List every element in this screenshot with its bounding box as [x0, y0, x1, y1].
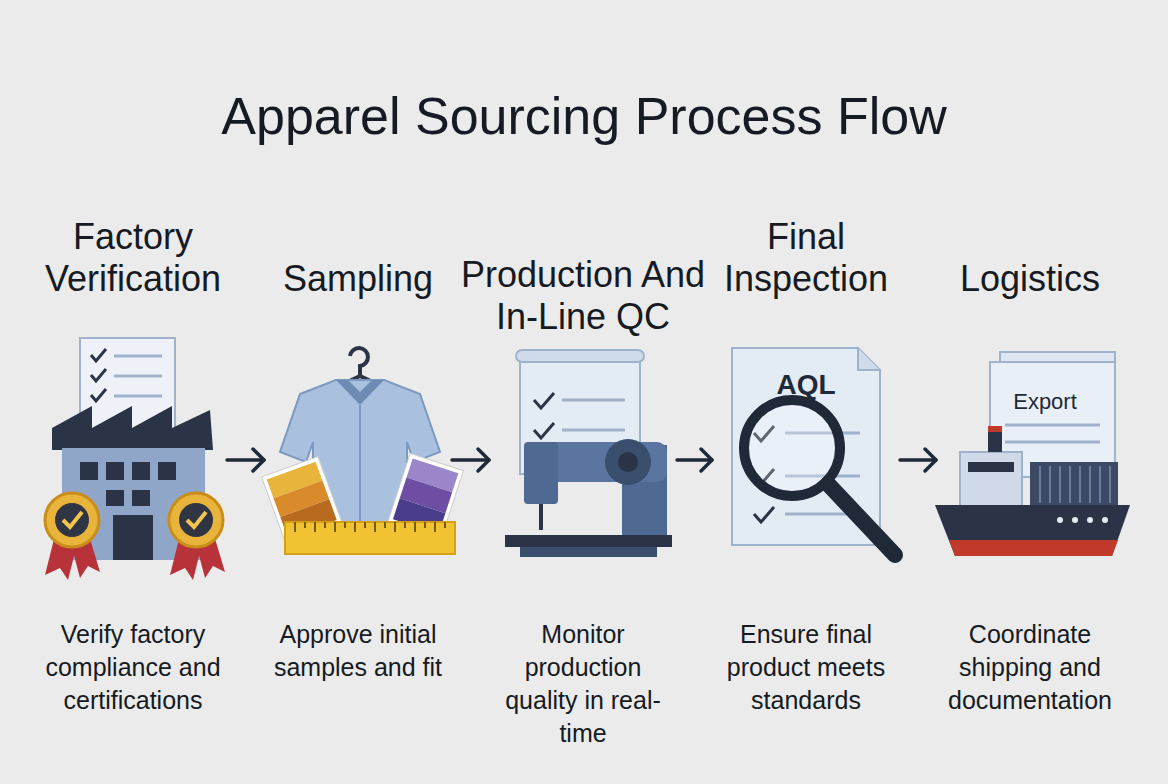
icon-shape [618, 452, 638, 472]
step-heading: Final Inspection [681, 216, 931, 300]
icon-shape [1087, 517, 1093, 523]
icon-shape [1005, 441, 1100, 444]
icon-shape [52, 406, 213, 450]
icon-shape [605, 439, 651, 485]
step-description: Ensure final product meets standards [706, 618, 906, 717]
inspection-icon [732, 348, 895, 555]
icon-label: Export [1013, 389, 1077, 415]
icon-shape [187, 512, 206, 527]
arrow-head [478, 449, 489, 471]
icon-shape [91, 349, 106, 361]
factory-icon [45, 338, 225, 580]
icon-shape [1040, 466, 1110, 503]
icon-shape [516, 350, 644, 362]
icon-shape [106, 462, 124, 480]
icon-shape [132, 462, 150, 480]
process-step: Factory VerificationVerify factory compl… [41, 200, 225, 760]
process-step: SamplingApprove initial samples and fit [266, 200, 450, 760]
arrow-head [701, 449, 712, 471]
arrow-line [677, 458, 712, 462]
icon-shape [350, 348, 368, 376]
icon-shape [949, 540, 1118, 556]
icon-shape [63, 512, 82, 527]
icon-shape [169, 493, 223, 547]
icon-shape [534, 393, 554, 408]
step-description: Monitor production quality in real-time [493, 618, 673, 750]
arrow-line [452, 458, 489, 462]
icon-shape [935, 505, 1130, 556]
icon-shape [114, 395, 162, 398]
icon-shape [132, 490, 150, 506]
icon-shape [179, 503, 213, 537]
icon-shape [158, 462, 176, 480]
icon-shape [295, 522, 445, 532]
icon-shape [539, 504, 543, 530]
icon-shape [80, 462, 98, 480]
icon-shape [359, 405, 361, 532]
icon-shape [1030, 462, 1118, 507]
icon-shape [828, 484, 895, 555]
arrow-head [253, 449, 264, 471]
icon-shape [113, 515, 153, 560]
icon-shape [858, 348, 880, 370]
icon-shape [520, 547, 657, 557]
step-heading: Logistics [905, 258, 1155, 300]
icon-shape [106, 490, 124, 506]
icon-shape [91, 389, 106, 401]
step-description: Verify factory compliance and certificat… [33, 618, 233, 717]
process-step: LogisticsCoordinate shipping and documen… [938, 200, 1122, 760]
icon-shape [1102, 517, 1108, 523]
icon-shape [562, 399, 625, 402]
icon-shape [285, 522, 455, 554]
icon-shape [960, 452, 1022, 507]
flow-arrow [452, 449, 489, 471]
arrow-head [925, 449, 936, 471]
arrow-line [900, 458, 936, 462]
flow-arrow [227, 449, 264, 471]
diagram-title: Apparel Sourcing Process Flow [0, 84, 1168, 148]
icon-shape [524, 442, 558, 504]
icon-shape [988, 430, 1002, 452]
flow-arrow [900, 449, 936, 471]
process-step: Production And In-Line QCMonitor product… [491, 200, 675, 760]
icon-shape [1057, 517, 1063, 523]
icon-shape [505, 535, 672, 547]
ship-icon [935, 352, 1130, 556]
icon-shape [1072, 517, 1078, 523]
step-heading: Factory Verification [8, 216, 258, 300]
icon-shape [968, 462, 1014, 472]
icon-shape [114, 375, 162, 378]
step-heading: Production And In-Line QC [458, 254, 708, 338]
step-description: Coordinate shipping and documentation [925, 618, 1135, 717]
flow-arrow [677, 449, 712, 471]
icon-shape [754, 507, 774, 522]
shirt-icon [262, 348, 464, 554]
process-step: Final InspectionEnsure final product mee… [714, 200, 898, 760]
icon-shape [55, 503, 89, 537]
sewing-machine-icon [505, 350, 672, 557]
step-heading: Sampling [233, 258, 483, 300]
icon-shape [114, 355, 162, 358]
icon-shape [91, 369, 106, 381]
icon-shape [988, 426, 1002, 432]
arrow-line [227, 458, 264, 462]
step-description: Approve initial samples and fit [258, 618, 458, 684]
icon-label: AQL [776, 369, 835, 401]
icon-shape [562, 429, 625, 432]
icon-shape [1005, 424, 1100, 427]
icon-shape [534, 423, 554, 438]
icon-shape [336, 380, 384, 405]
icon-shape [45, 493, 99, 547]
